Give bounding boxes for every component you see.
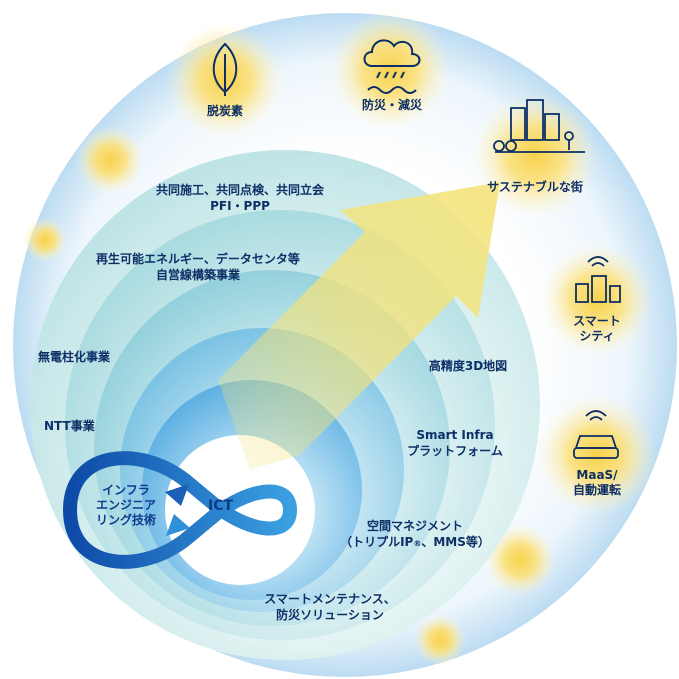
label-maintenance-line1: スマートメンテナンス、 xyxy=(264,592,396,606)
label-decarbonization: 脱炭素 xyxy=(206,104,243,118)
label-maas: MaaS/ 自動運転 xyxy=(562,468,632,498)
label-smart-infra: Smart Infra プラットフォーム xyxy=(395,427,515,459)
growth-arrow xyxy=(218,182,500,470)
label-disaster-prevention: 防災・減災 xyxy=(361,98,422,112)
label-infra-line2: エンジニア xyxy=(95,498,156,512)
label-space-mgmt-line1: 空間マネジメント xyxy=(366,519,463,533)
label-space-mgmt-line2-b: 、MMS等） xyxy=(421,535,490,549)
label-smart-infra-line2: プラットフォーム xyxy=(407,444,503,458)
label-undergrounding: 無電柱化事業 xyxy=(38,350,111,364)
label-joint-construction: 共同施工、共同点検、共同立会 PFI・PPP xyxy=(130,182,350,214)
city-buildings-icon xyxy=(493,99,585,153)
label-maintenance-line2: 防災ソリューション xyxy=(276,608,384,622)
label-maas-line2: 自動運転 xyxy=(572,483,621,497)
label-renewable-line1: 再生可能エネルギー、データセンタ等 xyxy=(96,252,300,266)
label-infra-line3: リング技術 xyxy=(95,513,156,527)
registered-mark: ® xyxy=(413,539,422,548)
label-renewable: 再生可能エネルギー、データセンタ等 自営線構築事業 xyxy=(78,251,318,283)
label-space-mgmt-line2: （トリプルIP®、MMS等） xyxy=(335,534,495,552)
rain-cloud-icon xyxy=(363,39,421,94)
smart-city-icon xyxy=(575,256,621,303)
label-infra-line1: インフラ xyxy=(102,483,150,497)
label-smart-infra-line1: Smart Infra xyxy=(416,428,494,442)
label-sustainable-city: サステナブルな街 xyxy=(487,180,583,194)
label-ntt: NTT事業 xyxy=(44,419,95,433)
label-maas-line1: MaaS/ xyxy=(576,468,618,482)
car-icon xyxy=(573,410,619,459)
label-infra-engineering: インフラ エンジニア リング技術 xyxy=(86,483,166,528)
label-renewable-line2: 自営線構築事業 xyxy=(155,268,240,282)
label-space-mgmt-line2-a: （トリプルIP xyxy=(340,535,414,549)
label-smart-city: スマート シティ xyxy=(567,314,627,344)
label-joint-construction-line2: PFI・PPP xyxy=(210,199,270,213)
ring-core xyxy=(165,435,315,585)
label-smart-city-line1: スマート xyxy=(573,314,621,328)
label-hd-map: 高精度3D地図 xyxy=(428,359,508,373)
label-ict: ICT xyxy=(208,498,234,514)
label-joint-construction-line1: 共同施工、共同点検、共同立会 xyxy=(155,183,324,197)
label-maintenance: スマートメンテナンス、 防災ソリューション xyxy=(250,591,410,623)
infinity-loop xyxy=(63,451,297,569)
label-space-mgmt: 空間マネジメント （トリプルIP®、MMS等） xyxy=(335,518,495,552)
label-smart-city-line2: シティ xyxy=(579,329,615,343)
glow-spots xyxy=(23,10,657,666)
leaf-icon xyxy=(212,42,238,96)
